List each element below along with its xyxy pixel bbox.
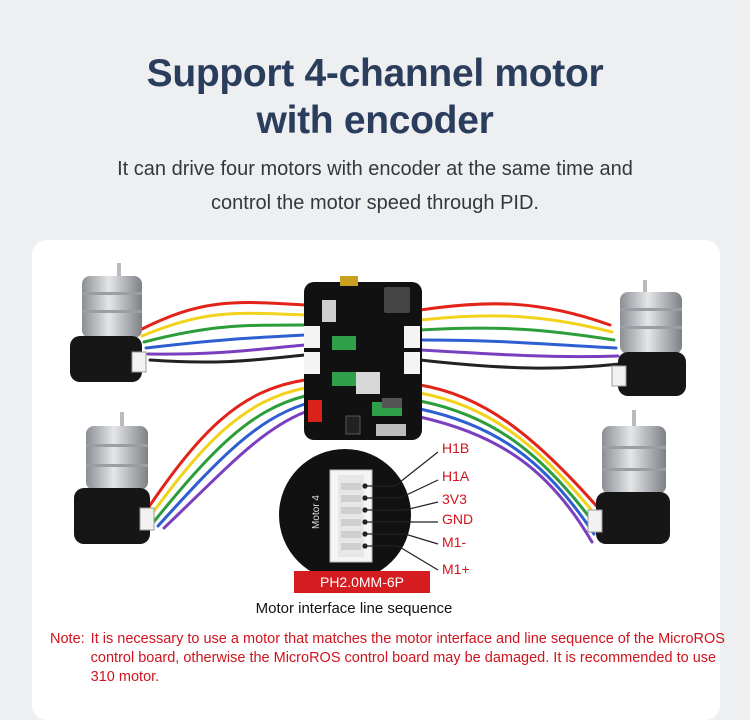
title-line-1: Support 4-channel motor: [146, 52, 604, 95]
pin-label-h1a: H1A: [442, 468, 470, 484]
title-line-2: with encoder: [256, 99, 494, 142]
part-number-badge: PH2.0MM-6P: [294, 571, 430, 593]
motor-top-right: [611, 280, 686, 396]
page-title: Support 4-channel motor with encoder: [0, 50, 750, 144]
note-prefix: Note:: [50, 631, 85, 647]
motor-bottom-right: [587, 410, 670, 544]
diagram-caption: Motor interface line sequence: [255, 600, 453, 617]
note-text: It is necessary to use a motor that matc…: [90, 631, 725, 685]
subtitle-line-1: It can drive four motors with encoder at…: [117, 158, 633, 180]
connector-zoom: Motor 4: [279, 449, 411, 581]
pin-label-3v3: 3V3: [442, 491, 467, 507]
pin-leader-lines: [362, 451, 439, 571]
product-illustration: Motor 4: [70, 263, 686, 581]
pin-label-h1b: H1B: [442, 440, 470, 456]
microros-control-board: [304, 276, 422, 440]
pin-label-m1-minus: M1-: [442, 534, 467, 550]
motor-top-left: [70, 263, 147, 382]
subtitle-line-2: control the motor speed through PID.: [211, 192, 539, 214]
warning-note: Note: It is necessary to use a motor tha…: [50, 630, 730, 687]
motor-wires: [138, 301, 622, 544]
subtitle: It can drive four motors with encoder at…: [0, 152, 750, 220]
board-motor-label: Motor 4: [311, 495, 322, 529]
motor-bottom-left: [74, 412, 155, 544]
pin-label-gnd: GND: [442, 511, 474, 527]
pin-label-m1-plus: M1+: [442, 561, 470, 577]
